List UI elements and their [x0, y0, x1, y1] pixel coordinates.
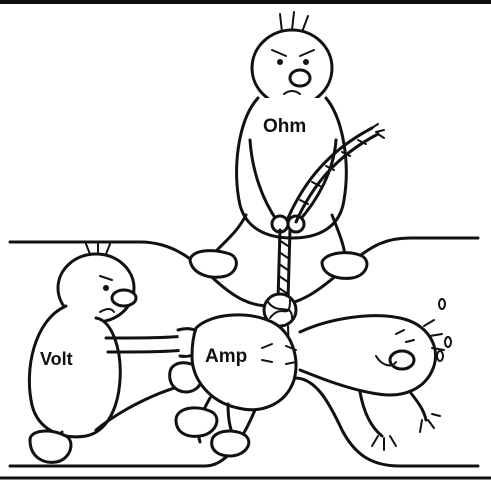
amp-character	[174, 313, 298, 458]
volt-label: Volt	[40, 349, 73, 369]
volt-character	[27, 241, 206, 464]
ohm-label: Ohm	[263, 116, 306, 137]
amp-label: Amp	[205, 346, 247, 367]
rope	[262, 123, 385, 386]
ohm-character	[188, 11, 369, 280]
amp-head	[298, 298, 452, 451]
